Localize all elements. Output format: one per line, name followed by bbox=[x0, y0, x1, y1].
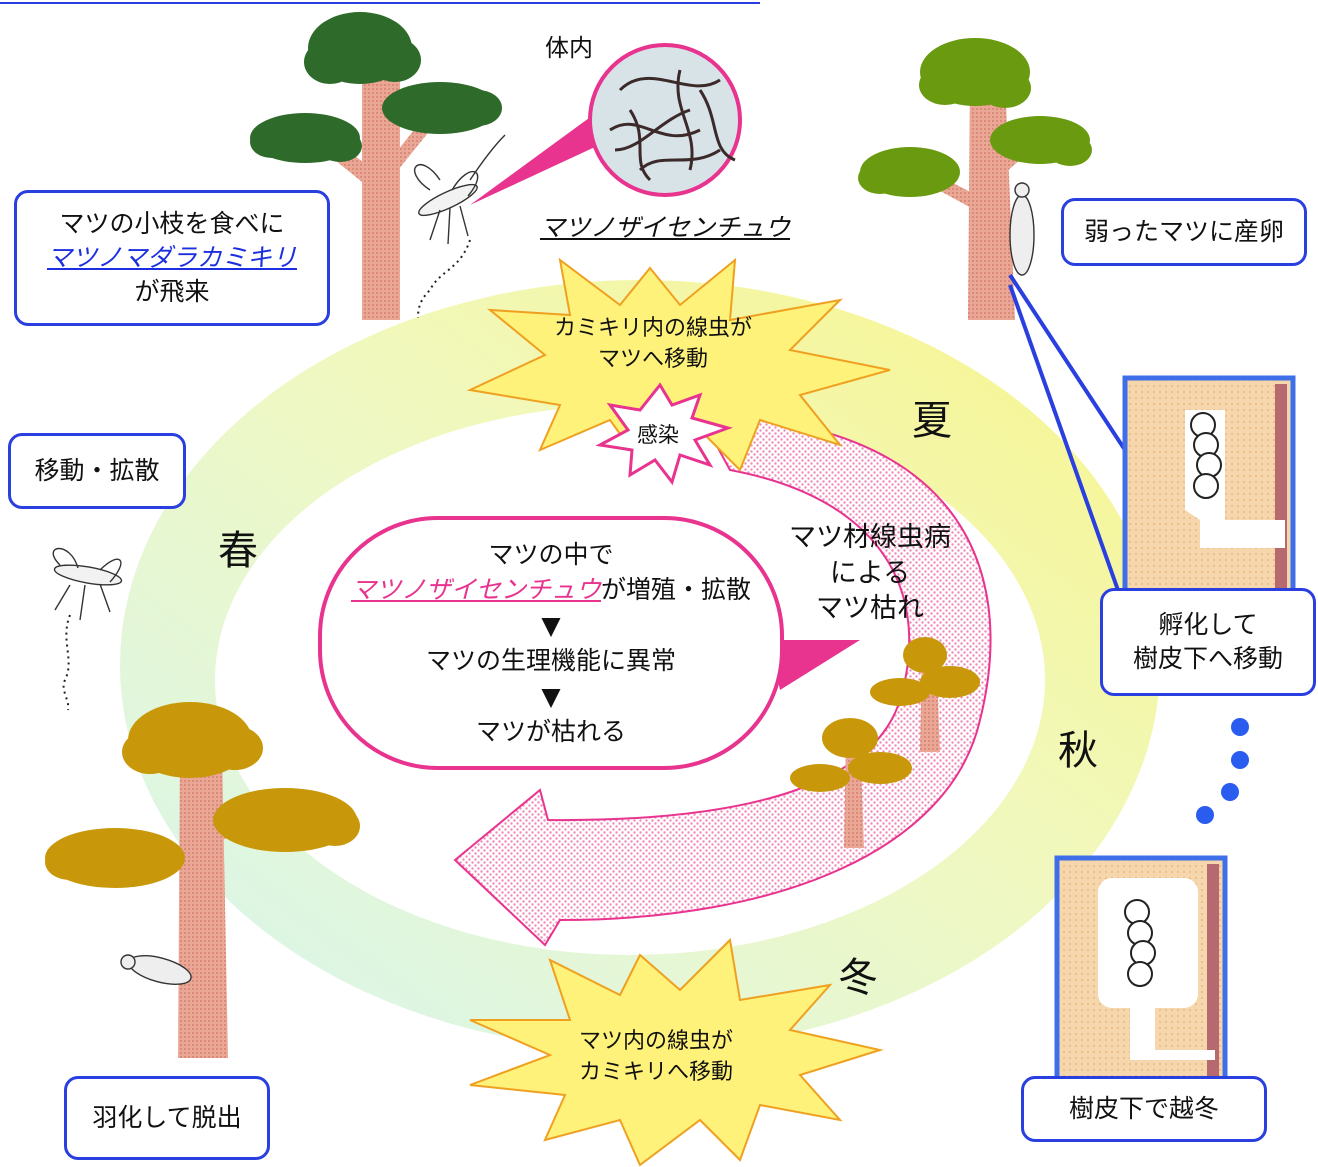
disease-line2: による bbox=[829, 557, 911, 589]
feeding-box: マツの小枝を食べに マツノマダラカミキリ が飛来 bbox=[14, 190, 330, 326]
nematode-magnifier bbox=[470, 43, 742, 205]
beetle-on-trunk-right bbox=[1009, 182, 1035, 276]
small-dead-pine-1 bbox=[870, 637, 980, 752]
burst-bottom bbox=[469, 937, 884, 1167]
beetle-flying-top bbox=[414, 134, 506, 245]
beetle-name-link[interactable]: マツノマダラカミキリ bbox=[46, 243, 297, 273]
burst-infection bbox=[595, 382, 733, 486]
spread-box: 移動・拡散 bbox=[8, 433, 186, 509]
beetle-emerging-left bbox=[120, 954, 192, 985]
center-pointer bbox=[770, 640, 860, 690]
season-autumn: 秋 bbox=[1058, 728, 1098, 774]
center-line1: マツの中で bbox=[488, 539, 614, 569]
burst-bottom-text: マツ内の線虫が カミキリへ移動 bbox=[556, 1027, 756, 1089]
small-dead-pine-2 bbox=[790, 718, 912, 848]
pine-tree-dead-left bbox=[45, 702, 360, 1058]
overwinter-box: 樹皮下で越冬 bbox=[1021, 1076, 1267, 1142]
emerge-box: 羽化して脱出 bbox=[64, 1076, 270, 1160]
center-line4: マツが枯れる bbox=[475, 717, 626, 746]
burst-bottom-line2: カミキリへ移動 bbox=[578, 1059, 733, 1085]
disease-line3: マツ枯れ bbox=[816, 593, 924, 625]
pine-tree-weak-right bbox=[858, 38, 1092, 320]
oviposit-box: 弱ったマツに産卵 bbox=[1061, 198, 1307, 266]
center-arrow2: ▼ bbox=[541, 681, 561, 711]
center-line3: マツの生理機能に異常 bbox=[425, 646, 676, 675]
feeding-line3: が飛来 bbox=[134, 276, 210, 306]
center-line2: マツノザイセンチュウが増殖・拡散 bbox=[351, 572, 751, 608]
bark-panel-winter bbox=[1054, 855, 1228, 1089]
center-line2-rest: が増殖・拡散 bbox=[601, 575, 752, 604]
flight-path-left bbox=[62, 614, 71, 711]
beetle-flying-left bbox=[52, 547, 123, 621]
burst-top-line1: カミキリ内の線虫が bbox=[553, 316, 752, 341]
season-summer: 夏 bbox=[912, 398, 952, 444]
hatch-box: 孵化して 樹皮下へ移動 bbox=[1100, 588, 1316, 696]
center-nematode-link[interactable]: マツノザイセンチュウ bbox=[350, 575, 601, 604]
burst-bottom-line1: マツ内の線虫が bbox=[578, 1029, 733, 1054]
bark-panel-hatch bbox=[1008, 273, 1296, 611]
hatch-line2: 樹皮下へ移動 bbox=[1132, 644, 1283, 673]
season-spring: 春 bbox=[218, 528, 258, 574]
feeding-line1: マツの小枝を食べに bbox=[59, 209, 285, 239]
disease-line1: マツ材線虫病 bbox=[789, 522, 951, 553]
burst-top-text: カミキリ内の線虫が マツへ移動 bbox=[548, 314, 758, 376]
center-arrow1: ▼ bbox=[541, 610, 561, 640]
pine-tree-healthy-top bbox=[250, 12, 502, 320]
body-inside-label: 体内 bbox=[545, 34, 593, 62]
nematode-name-label[interactable]: マツノザイセンチュウ bbox=[540, 213, 791, 242]
season-winter: 冬 bbox=[838, 955, 878, 1001]
infection-label: 感染 bbox=[637, 423, 679, 447]
disease-label: マツ材線虫病 による マツ枯れ bbox=[760, 520, 980, 627]
time-dots bbox=[1196, 718, 1249, 824]
hatch-line1: 孵化して bbox=[1158, 610, 1258, 640]
center-explanation: マツの中で マツノザイセンチュウが増殖・拡散 ▼ マツの生理機能に異常 ▼ マツ… bbox=[318, 516, 784, 770]
burst-top-line2: マツへ移動 bbox=[597, 346, 708, 372]
